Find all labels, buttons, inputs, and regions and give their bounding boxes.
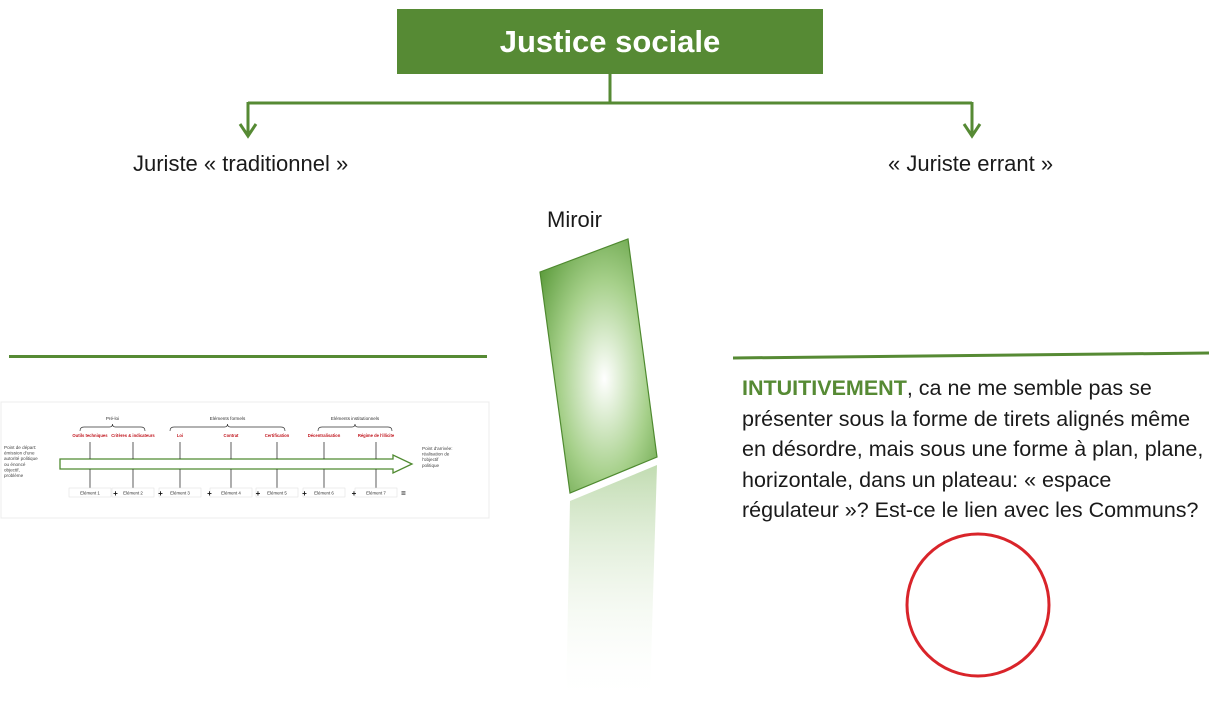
timeline-start-line: autorité politique (4, 456, 38, 461)
timeline-end-line: l'objectif (422, 457, 439, 462)
timeline-end-line: politique (422, 463, 440, 468)
timeline-tool-label: Loi (177, 433, 183, 438)
timeline-group-label: Eléments formels (210, 416, 246, 421)
timeline-operator: + (207, 489, 212, 498)
timeline-arrow (59, 453, 414, 475)
timeline-tool-label: Contrat (224, 433, 239, 438)
timeline-element-box (209, 487, 253, 498)
timeline-end-label: Point d'arrivée:réalisation del'objectif… (422, 446, 453, 468)
red-circle (905, 532, 1051, 678)
timeline-element-label: Elément 6 (314, 491, 334, 496)
intuition-body: , ca ne me semble pas se présenter sous … (742, 376, 1204, 522)
title-text: Justice sociale (499, 23, 721, 59)
timeline-start-line: ou énoncé (4, 462, 26, 467)
timeline-element-box (302, 487, 346, 498)
timeline-operator: + (256, 489, 261, 498)
timeline-operator: + (352, 489, 357, 498)
branch-label-left: Juriste « traditionnel » (133, 151, 349, 176)
timeline-group-brace (169, 423, 286, 432)
timeline-operator: + (158, 489, 163, 498)
divider-right (733, 351, 1209, 360)
timeline-element-label: Elément 7 (366, 491, 386, 496)
timeline-start-line: problème (4, 473, 24, 478)
timeline-element-box (158, 487, 202, 498)
timeline-element-box (68, 487, 112, 498)
timeline-tool-label: Critères & indicateurs (111, 433, 155, 438)
timeline-element-box (354, 487, 398, 498)
timeline-element-label: Elément 3 (170, 491, 190, 496)
branch-label-right: « Juriste errant » (888, 151, 1054, 176)
timeline-element-label: Elément 2 (123, 491, 143, 496)
timeline-tool-label: Outils techniques (72, 433, 108, 438)
mirror-shape (539, 238, 658, 705)
timeline-start-line: émission d'une (4, 451, 35, 456)
timeline-group-brace (79, 423, 146, 432)
timeline-element-label: Elément 4 (221, 491, 241, 496)
timeline-element-label: Elément 5 (267, 491, 287, 496)
intuition-text: INTUITIVEMENT, ca ne me semble pas se pr… (742, 373, 1204, 526)
timeline-tool-label: Décentralisation (308, 433, 341, 438)
timeline-tool-label: Régime de l'illicite (358, 433, 395, 438)
timeline-operator: + (113, 489, 118, 498)
timeline-group-label: Eléments institutionnels (331, 416, 380, 421)
timeline-operator: + (302, 489, 307, 498)
timeline-element-box (111, 487, 155, 498)
timeline-start-line: Point de départ: (4, 445, 36, 450)
intuition-lead: INTUITIVEMENT (742, 376, 907, 400)
timeline-element-label: Elément 1 (80, 491, 100, 496)
timeline-end-line: réalisation de (422, 452, 450, 457)
timeline-start-line: objectif, (4, 467, 20, 472)
timeline-group-label: Pré-loi (106, 416, 119, 421)
timeline-tool-label: Certification (265, 433, 290, 438)
timeline-end-line: Point d'arrivée: (422, 446, 453, 451)
divider-left (9, 355, 487, 358)
timeline-operator: = (401, 489, 406, 498)
mirror-label: Miroir (547, 207, 602, 232)
timeline-group-brace (317, 423, 393, 432)
title-box: Justice sociale (397, 9, 823, 74)
timeline-element-box (255, 487, 299, 498)
